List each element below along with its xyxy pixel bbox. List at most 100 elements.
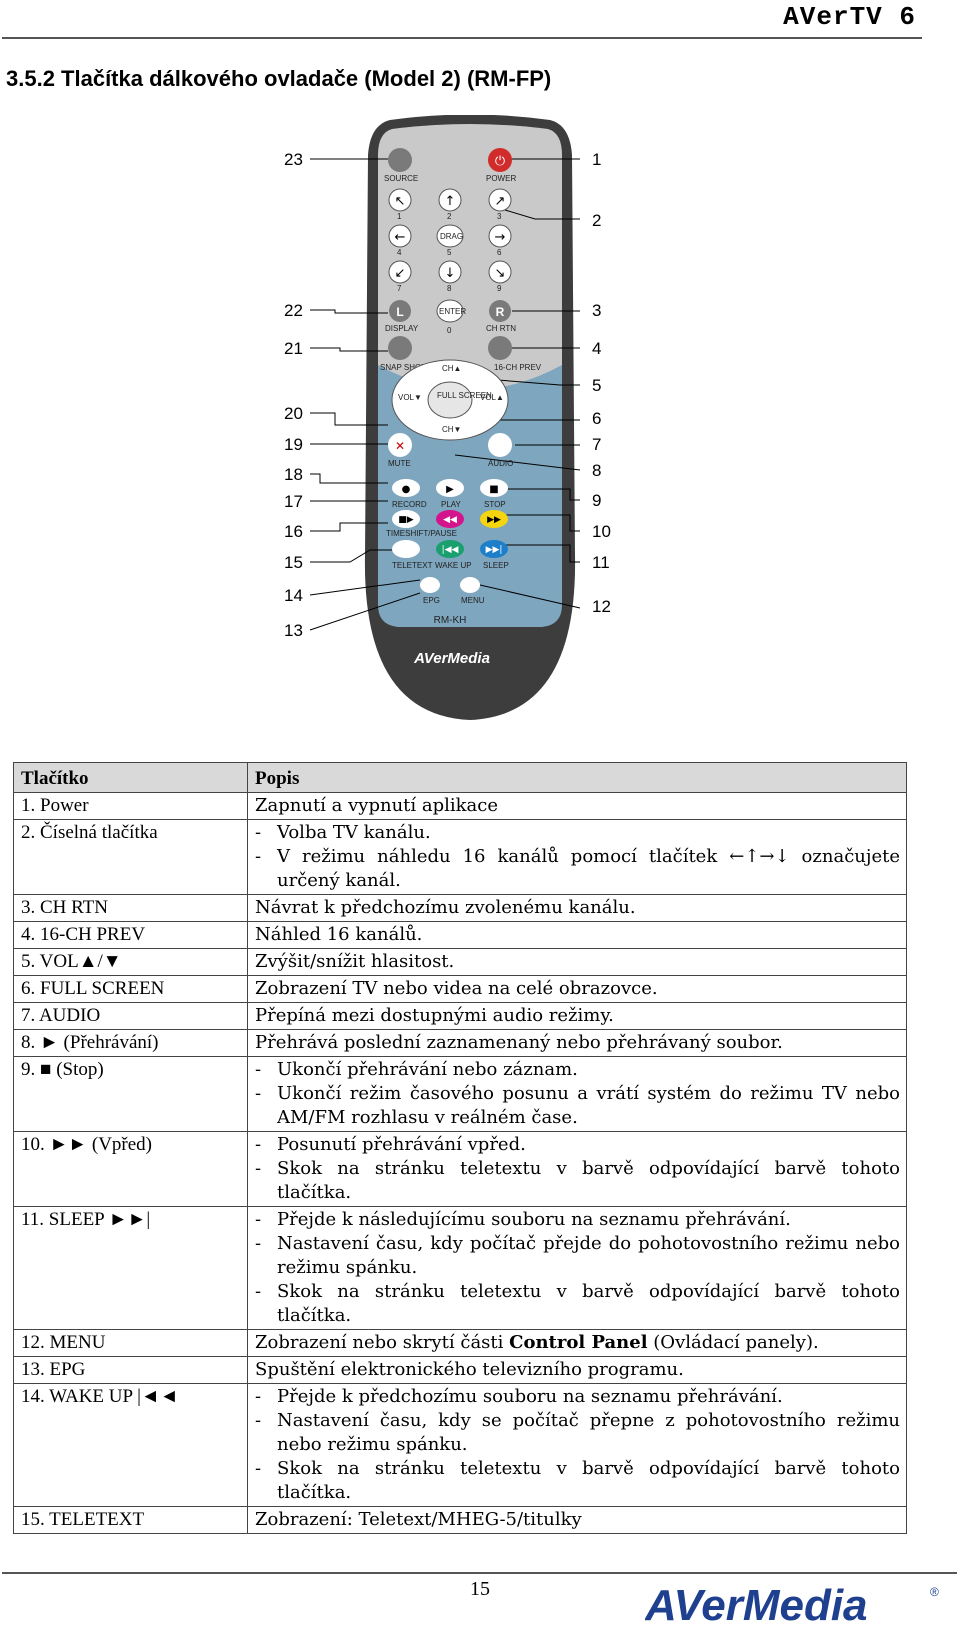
table-row: 12. MENU Zobrazení nebo skrytí části Cont… — [14, 1330, 907, 1357]
description-line: -Přejde k předchozímu souboru na seznamu… — [255, 1385, 900, 1409]
svg-text:AVerMedia: AVerMedia — [413, 650, 490, 667]
svg-text:⏻: ⏻ — [495, 154, 505, 169]
svg-text:21: 21 — [284, 339, 303, 358]
description-cell: Zobrazení TV nebo videa na celé obrazovc… — [248, 976, 907, 1003]
description-cell: Přepíná mezi dostupnými audio režimy. — [248, 1003, 907, 1030]
svg-text:DRAG: DRAG — [440, 232, 463, 241]
footer-divider — [2, 1572, 957, 1574]
svg-text:CH▲: CH▲ — [442, 364, 461, 373]
svg-text:10: 10 — [592, 522, 611, 541]
brand-logo: AVerMedia ® — [645, 1578, 945, 1626]
description-line: Zobrazení TV nebo videa na celé obrazovc… — [255, 977, 900, 1001]
svg-text:↗: ↗ — [495, 194, 506, 209]
svg-text:●: ● — [402, 484, 411, 495]
description-cell: Přehrává poslední zaznamenaný nebo přehr… — [248, 1030, 907, 1057]
svg-text:9: 9 — [497, 284, 502, 293]
svg-text:CH RTN: CH RTN — [486, 324, 516, 333]
svg-text:RECORD: RECORD — [392, 500, 427, 509]
svg-text:SLEEP: SLEEP — [483, 561, 509, 570]
svg-text:5: 5 — [447, 248, 452, 257]
table-row: 9. ■ (Stop)-Ukončí přehrávání nebo zázna… — [14, 1057, 907, 1132]
description-line: Přehrává poslední zaznamenaný nebo přehr… — [255, 1031, 900, 1055]
svg-text:↓: ↓ — [445, 266, 456, 281]
button-name-cell: 12. MENU — [14, 1330, 248, 1357]
svg-text:17: 17 — [284, 492, 303, 511]
description-cell: -Ukončí přehrávání nebo záznam.-Ukončí r… — [248, 1057, 907, 1132]
svg-text:8: 8 — [592, 461, 601, 480]
header-title: AVerTV 6 — [783, 2, 916, 32]
button-name-cell: 5. VOL▲/▼ — [14, 949, 248, 976]
description-cell: -Přejde k následujícímu souboru na sezna… — [248, 1207, 907, 1330]
table-row: 4. 16-CH PREV Náhled 16 kanálů. — [14, 922, 907, 949]
table-row: 8. ► (Přehrávání) Přehrává poslední zazna… — [14, 1030, 907, 1057]
svg-text:18: 18 — [284, 465, 303, 484]
svg-text:DISPLAY: DISPLAY — [385, 324, 419, 333]
svg-text:8: 8 — [447, 284, 452, 293]
header-button: Tlačítko — [14, 763, 248, 793]
svg-text:7: 7 — [397, 284, 402, 293]
description-line: -Ukončí přehrávání nebo záznam. — [255, 1058, 900, 1082]
table-row: 10. ►► (Vpřed)-Posunutí přehrávání vpřed… — [14, 1132, 907, 1207]
button-name-cell: 9. ■ (Stop) — [14, 1057, 248, 1132]
description-cell: Zobrazení nebo skrytí části Control Pane… — [248, 1330, 907, 1357]
page-number: 15 — [470, 1578, 490, 1601]
svg-text:FULL SCREEN: FULL SCREEN — [437, 391, 492, 400]
svg-text:SOURCE: SOURCE — [384, 174, 418, 183]
description-cell: Náhled 16 kanálů. — [248, 922, 907, 949]
description-cell: Zvýšit/snížit hlasitost. — [248, 949, 907, 976]
callouts-left: 23 22 21 20 19 18 17 16 15 14 13 — [284, 150, 303, 640]
svg-text:4: 4 — [592, 339, 601, 358]
description-line: -Volba TV kanálu. — [255, 821, 900, 845]
svg-text:VOL▼: VOL▼ — [398, 393, 422, 402]
svg-text:13: 13 — [284, 621, 303, 640]
svg-text:6: 6 — [592, 409, 601, 428]
svg-text:▶▶|: ▶▶| — [486, 545, 503, 555]
remote-control-figure: 23 22 21 20 19 18 17 16 15 14 13 1 2 3 4… — [280, 115, 660, 745]
svg-text:®: ® — [930, 1585, 939, 1599]
button-name-cell: 7. AUDIO — [14, 1003, 248, 1030]
svg-text:WAKE UP: WAKE UP — [435, 561, 472, 570]
svg-text:←: ← — [395, 230, 406, 245]
svg-text:AVerMedia: AVerMedia — [645, 1581, 868, 1626]
svg-text:3: 3 — [592, 301, 601, 320]
svg-text:22: 22 — [284, 301, 303, 320]
button-name-cell: 1. Power — [14, 793, 248, 820]
svg-text:▶▶: ▶▶ — [487, 515, 501, 525]
description-cell: Zapnutí a vypnutí aplikace — [248, 793, 907, 820]
button-name-cell: 6. FULL SCREEN — [14, 976, 248, 1003]
table-row: 7. AUDIO Přepíná mezi dostupnými audio re… — [14, 1003, 907, 1030]
table-row: 2. Číselná tlačítka-Volba TV kanálu.-V r… — [14, 820, 907, 895]
svg-text:23: 23 — [284, 150, 303, 169]
section-title: 3.5.2 Tlačítka dálkového ovladače (Model… — [6, 66, 551, 92]
svg-text:14: 14 — [284, 586, 303, 605]
table-header-row: Tlačítko Popis — [14, 763, 907, 793]
svg-text:▶: ▶ — [446, 484, 454, 495]
table-row: 6. FULL SCREEN Zobrazení TV nebo videa na… — [14, 976, 907, 1003]
description-line: Přepíná mezi dostupnými audio režimy. — [255, 1004, 900, 1028]
description-line: Náhled 16 kanálů. — [255, 923, 900, 947]
svg-text:15: 15 — [284, 553, 303, 572]
button-name-cell: 8. ► (Přehrávání) — [14, 1030, 248, 1057]
svg-text:■: ■ — [489, 484, 498, 495]
svg-text:5: 5 — [592, 376, 601, 395]
button-name-cell: 4. 16-CH PREV — [14, 922, 248, 949]
svg-text:↑: ↑ — [445, 194, 456, 209]
description-cell: -Posunutí přehrávání vpřed.-Skok na strá… — [248, 1132, 907, 1207]
header-description: Popis — [248, 763, 907, 793]
description-line: Návrat k předchozímu zvolenému kanálu. — [255, 896, 900, 920]
callouts-right: 1 2 3 4 5 6 7 8 9 10 11 12 — [592, 150, 611, 616]
svg-text:✕: ✕ — [395, 439, 405, 453]
svg-text:11: 11 — [592, 553, 610, 572]
svg-text:|◀◀: |◀◀ — [442, 545, 459, 555]
description-cell: -Přejde k předchozímu souboru na seznamu… — [248, 1384, 907, 1507]
table-row: 11. SLEEP ►►|-Přejde k následujícímu sou… — [14, 1207, 907, 1330]
svg-text:12: 12 — [592, 597, 611, 616]
svg-text:→: → — [495, 230, 506, 245]
svg-text:4: 4 — [397, 248, 402, 257]
svg-text:19: 19 — [284, 435, 303, 454]
description-line: Zobrazení nebo skrytí části Control Pane… — [255, 1331, 900, 1355]
